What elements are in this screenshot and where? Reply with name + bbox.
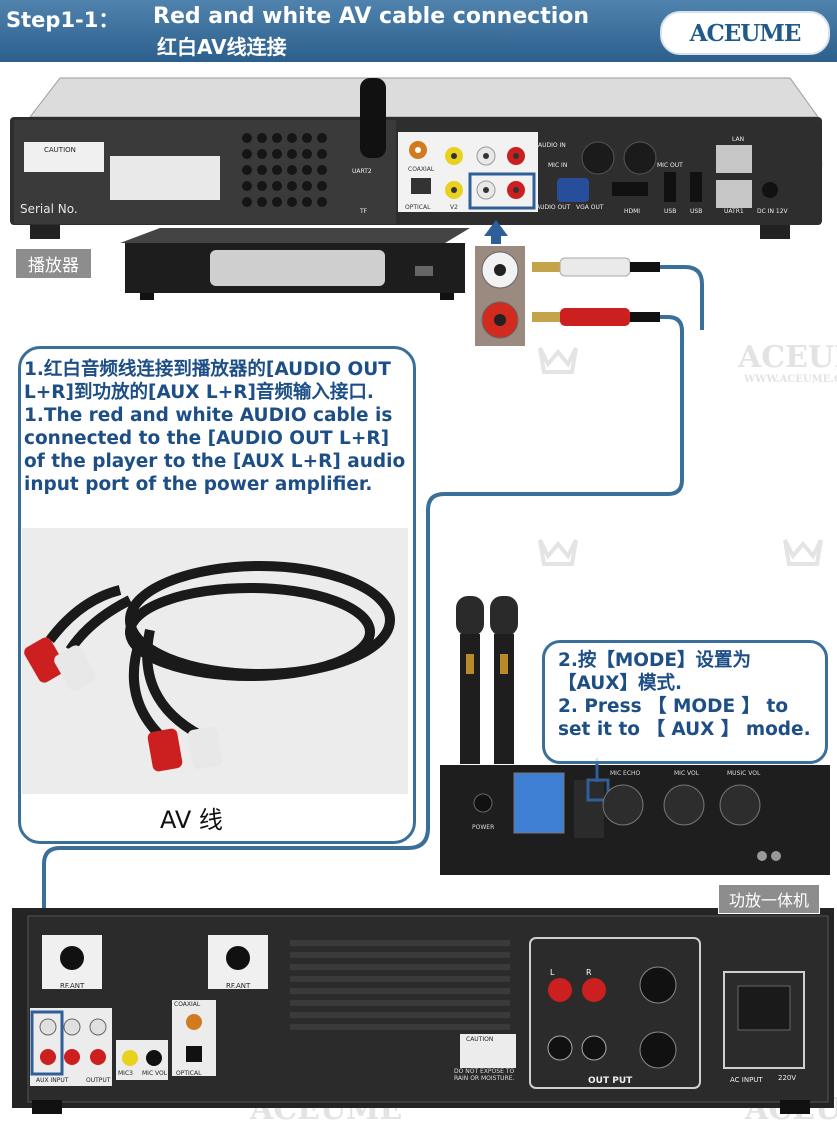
amp-music-vol-label: MUSIC VOL [727,770,761,777]
rf-ant-1-label: RF.ANT [60,982,85,990]
player-device [10,77,822,239]
port-label-uatr1: UATR1 [724,208,744,215]
port-label-v2: V2 [450,204,458,211]
amplifier-tag: 功放一体机 [718,884,821,914]
instruction-1-en: 1.The red and white AUDIO cable is conne… [24,405,406,495]
player-front-icon [120,228,470,300]
amp-optical-label: OPTICAL [176,1070,202,1077]
zoomed-rca-jacks [475,246,525,346]
port-label-mic-out: MIC OUT [657,162,683,169]
port-label-r: R [514,134,519,141]
instruction-2-text: 2.按【MODE】设置为【AUX】模式. 2. Press 【 MODE 】 t… [558,649,820,741]
av-cable-photo [22,528,408,794]
port-label-usb1: USB [664,208,677,215]
speaker-r-label: R [586,968,592,977]
rf-ant-2-label: RF.ANT [226,982,251,990]
av-cable-label: AV 线 [160,806,223,834]
watermark-brand: ACEUME [738,340,837,375]
caution-label: CAUTION [44,146,76,154]
amp-power-label: POWER [472,824,495,831]
serial-label: Serial No. [20,202,78,216]
port-label-tf: TF [360,208,368,215]
mic3-label: MIC3 [118,1070,133,1077]
page-title-cn: 红白AV线连接 [157,35,287,59]
aux-input-label: AUX INPUT [36,1077,69,1084]
caution-plate-title: CAUTION [466,1036,494,1043]
page-title: Red and white AV cable connection [153,4,590,29]
port-label-audio-out: AUDIO OUT [536,204,571,211]
port-label-uart2: UART2 [352,168,372,175]
instruction-2-en: 2. Press 【 MODE 】 to set it to 【 AUX 】 m… [558,696,811,740]
instruction-box-2 [542,640,828,764]
step-label: Step1-1： [6,8,120,32]
port-label-mic-in: MIC IN [548,162,568,169]
port-label-vga-out: VGA OUT [576,204,604,211]
output-label: OUTPUT [86,1077,111,1084]
player-tag: 播放器 [16,249,91,278]
port-label-v1: V1 [450,134,458,141]
player-vent [242,133,327,207]
brand-logo-text: ACEUME [689,19,802,47]
instruction-1-cn: 1.红白音频线连接到播放器的[AUDIO OUT L+R]到功放的[AUX L+… [24,359,391,403]
instruction-box-1 [18,346,416,844]
microphones [456,596,518,764]
port-label-coaxial: COAXIAL [408,166,435,173]
port-label-l: L [484,134,488,141]
brand-logo: ACEUME [660,11,830,55]
watermark-url: WWW.ACEUME.COM [744,374,837,385]
out-put-label: OUT PUT [588,1076,633,1086]
port-label-audio-in: AUDIO IN [538,142,566,149]
caution-plate-text: DO NOT EXPOSE TO RAIN OR MOISTURE. [454,1068,515,1082]
voltage-label: 220V [778,1074,797,1082]
port-label-lan: LAN [732,136,745,143]
port-label-hdmi: HDMI [624,208,641,215]
rca-plugs [532,257,660,326]
amplifier-rear [12,908,834,1114]
instruction-1-text: 1.红白音频线连接到播放器的[AUDIO OUT L+R]到功放的[AUX L+… [24,358,414,496]
speaker-l-label: L [550,968,555,977]
signal-cable [42,265,704,1018]
amp-mic-vol-label: MIC VOL [674,770,700,777]
amplifier-front [440,758,830,875]
instruction-2-cn: 2.按【MODE】设置为【AUX】模式. [558,650,752,694]
amp-coaxial-label: COAXIAL [174,1001,201,1008]
amp-mic-echo-label: MIC ECHO [610,770,641,777]
port-label-optical: OPTICAL [405,204,431,211]
ac-input-label: AC INPUT [730,1076,763,1084]
amp-mic-vol-rear-label: MIC VOL [142,1070,168,1077]
header-bar: Step1-1： Red and white AV cable connecti… [0,0,837,62]
port-label-usb2: USB [690,208,703,215]
port-label-dc: DC IN 12V [757,208,788,215]
